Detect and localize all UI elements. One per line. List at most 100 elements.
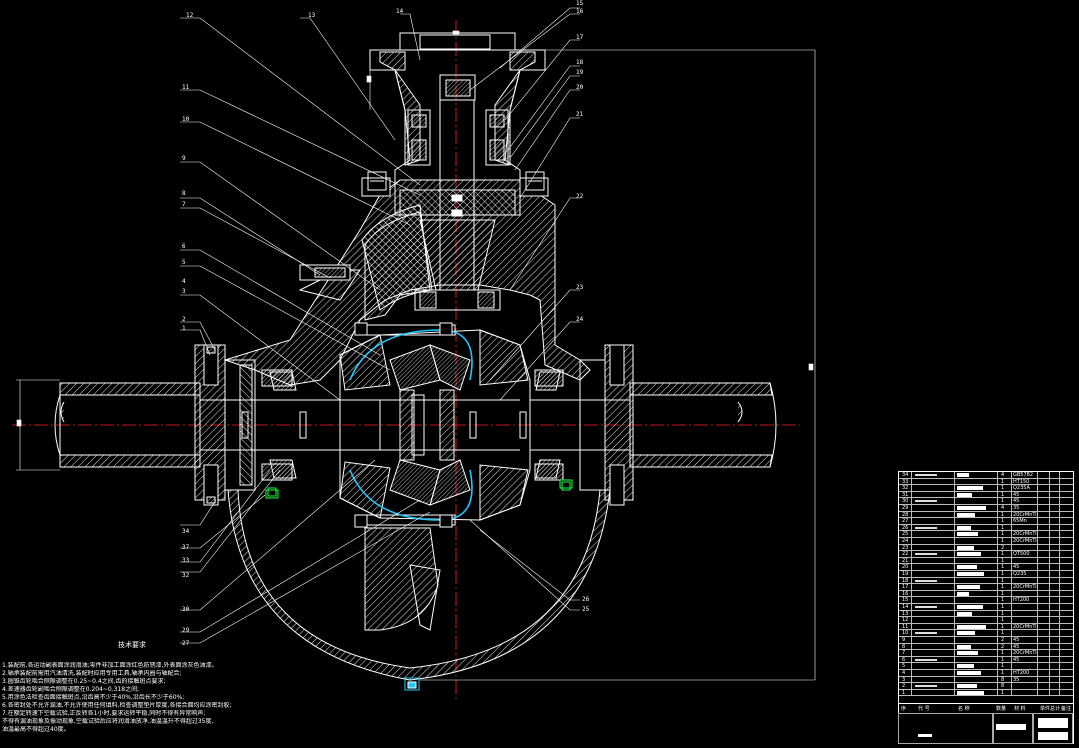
bom-row-no: 30: [902, 498, 909, 505]
bom-row-material: 45: [1013, 637, 1020, 643]
bom-row-material: 35: [1013, 676, 1020, 683]
side-bearings: [265, 371, 573, 499]
bom-row-no: 21: [902, 557, 909, 564]
right-axle-shaft: [529, 382, 777, 468]
note-line: 1.装配前,各运动副表面涂润滑油;零件非加工面涂红色防锈漆,外表面涂灰色油漆。: [2, 662, 218, 669]
part-label: 33: [182, 557, 190, 564]
bom-code-block: [915, 553, 937, 556]
bom-row-no: 8: [902, 643, 906, 650]
bom-row-qty: 2: [1001, 637, 1005, 643]
bom-row-qty: 1: [1001, 689, 1005, 696]
bom-row-material: 20CrMnTi: [1013, 538, 1037, 544]
bom-row-qty: 1: [1001, 518, 1005, 525]
part-label: 8: [182, 190, 186, 197]
bom-row-material: 45: [1013, 564, 1020, 571]
bom-text-block: [957, 631, 975, 636]
part-label: 5: [182, 259, 186, 266]
note-line: 3.圆锥齿轮啮合侧隙调整在0.25~0.4之间,齿的接触斑点要求;: [2, 678, 166, 685]
part-label: 4: [182, 278, 186, 285]
bom-code-block: [915, 606, 937, 608]
bom-text-block: [957, 506, 986, 510]
bom-text-block: [957, 591, 969, 596]
bom-text-block: [957, 525, 971, 530]
part-label: 19: [576, 69, 584, 76]
bom-row-no: 3: [902, 676, 906, 683]
bom-row-no: 10: [902, 630, 909, 637]
technical-notes: 1.装配前,各运动副表面涂润滑油;零件非加工面涂红色防锈漆,外表面涂灰色油漆。 …: [2, 662, 298, 734]
bom-row-no: 4: [902, 670, 906, 676]
bom-text-block: [957, 532, 978, 537]
bom-row-no: 16: [902, 590, 909, 597]
part-label: 21: [576, 111, 584, 118]
bom-row-qty: 1: [1001, 590, 1005, 597]
bom-text-block: [957, 492, 972, 497]
note-line: 7.在额定转速下空载试验,正反转各1小时,要求运转平稳,同时不得有异常响声;: [2, 710, 206, 717]
bom-row-no: 11: [902, 623, 909, 630]
part-label: 22: [576, 193, 584, 200]
bom-row-no: 22: [902, 551, 909, 558]
bom-row-qty: 1: [1001, 531, 1005, 538]
bom-header-total: 总计: [1050, 706, 1061, 712]
part-label: 7: [182, 201, 186, 208]
note-line: 2.轴承装配前需用汽油清洗,装配时应用专用工具,轴承内圈与轴配合;: [2, 670, 182, 677]
differential-gears: [380, 344, 520, 506]
part-label: 34: [182, 528, 190, 535]
part-label: 20: [576, 84, 584, 91]
bom-row-qty: 1: [1001, 604, 1005, 610]
bom-row-no: 7: [902, 650, 906, 657]
part-label: 37: [182, 544, 190, 551]
bom-row-material: 45: [1013, 643, 1020, 650]
bom-column-divider: [1059, 472, 1060, 697]
bom-row-qty: 8: [1001, 683, 1005, 690]
part-label: 29: [182, 627, 190, 634]
bom-row-material: HT150: [1013, 478, 1030, 485]
bom-row-no: 12: [902, 617, 909, 624]
part-label: 2: [182, 316, 186, 323]
bom-row-material: HT200: [1013, 670, 1030, 676]
bom-row-no: 34: [902, 472, 909, 478]
bom-column-divider: [1049, 472, 1050, 697]
bom-row-no: 26: [902, 524, 909, 531]
bom-text-block: [957, 552, 981, 557]
bom-row-material: Q235: [1013, 571, 1027, 577]
bom-row-qty: 1: [1001, 584, 1005, 591]
bom-row-no: 25: [902, 531, 909, 538]
bom-row-material: 20CrMnTi: [1013, 650, 1037, 657]
bom-row: 9 2 45: [899, 637, 1073, 644]
bom-row-no: 13: [902, 610, 909, 617]
bom-text-block: [957, 585, 980, 590]
bom-row-no: 14: [902, 604, 909, 610]
part-label: 9: [182, 155, 186, 162]
bom-row-no: 18: [902, 577, 909, 584]
bom-text-block: [957, 664, 974, 669]
bom-text-block: [957, 651, 978, 656]
bom-row-qty: 1: [1001, 491, 1005, 498]
bom-row-material: 20CrMnTi: [1013, 584, 1037, 591]
bom-text-block: [957, 611, 972, 616]
part-label: 25: [582, 606, 590, 613]
bom-row-no: 9: [902, 637, 906, 643]
bom-code-block: [915, 685, 937, 688]
bom-text-block: [957, 512, 975, 517]
bom-row-no: 28: [902, 511, 909, 518]
bom-row-qty: 1: [1001, 617, 1005, 624]
bom-text-block: [957, 684, 977, 689]
part-label: 12: [186, 12, 194, 19]
